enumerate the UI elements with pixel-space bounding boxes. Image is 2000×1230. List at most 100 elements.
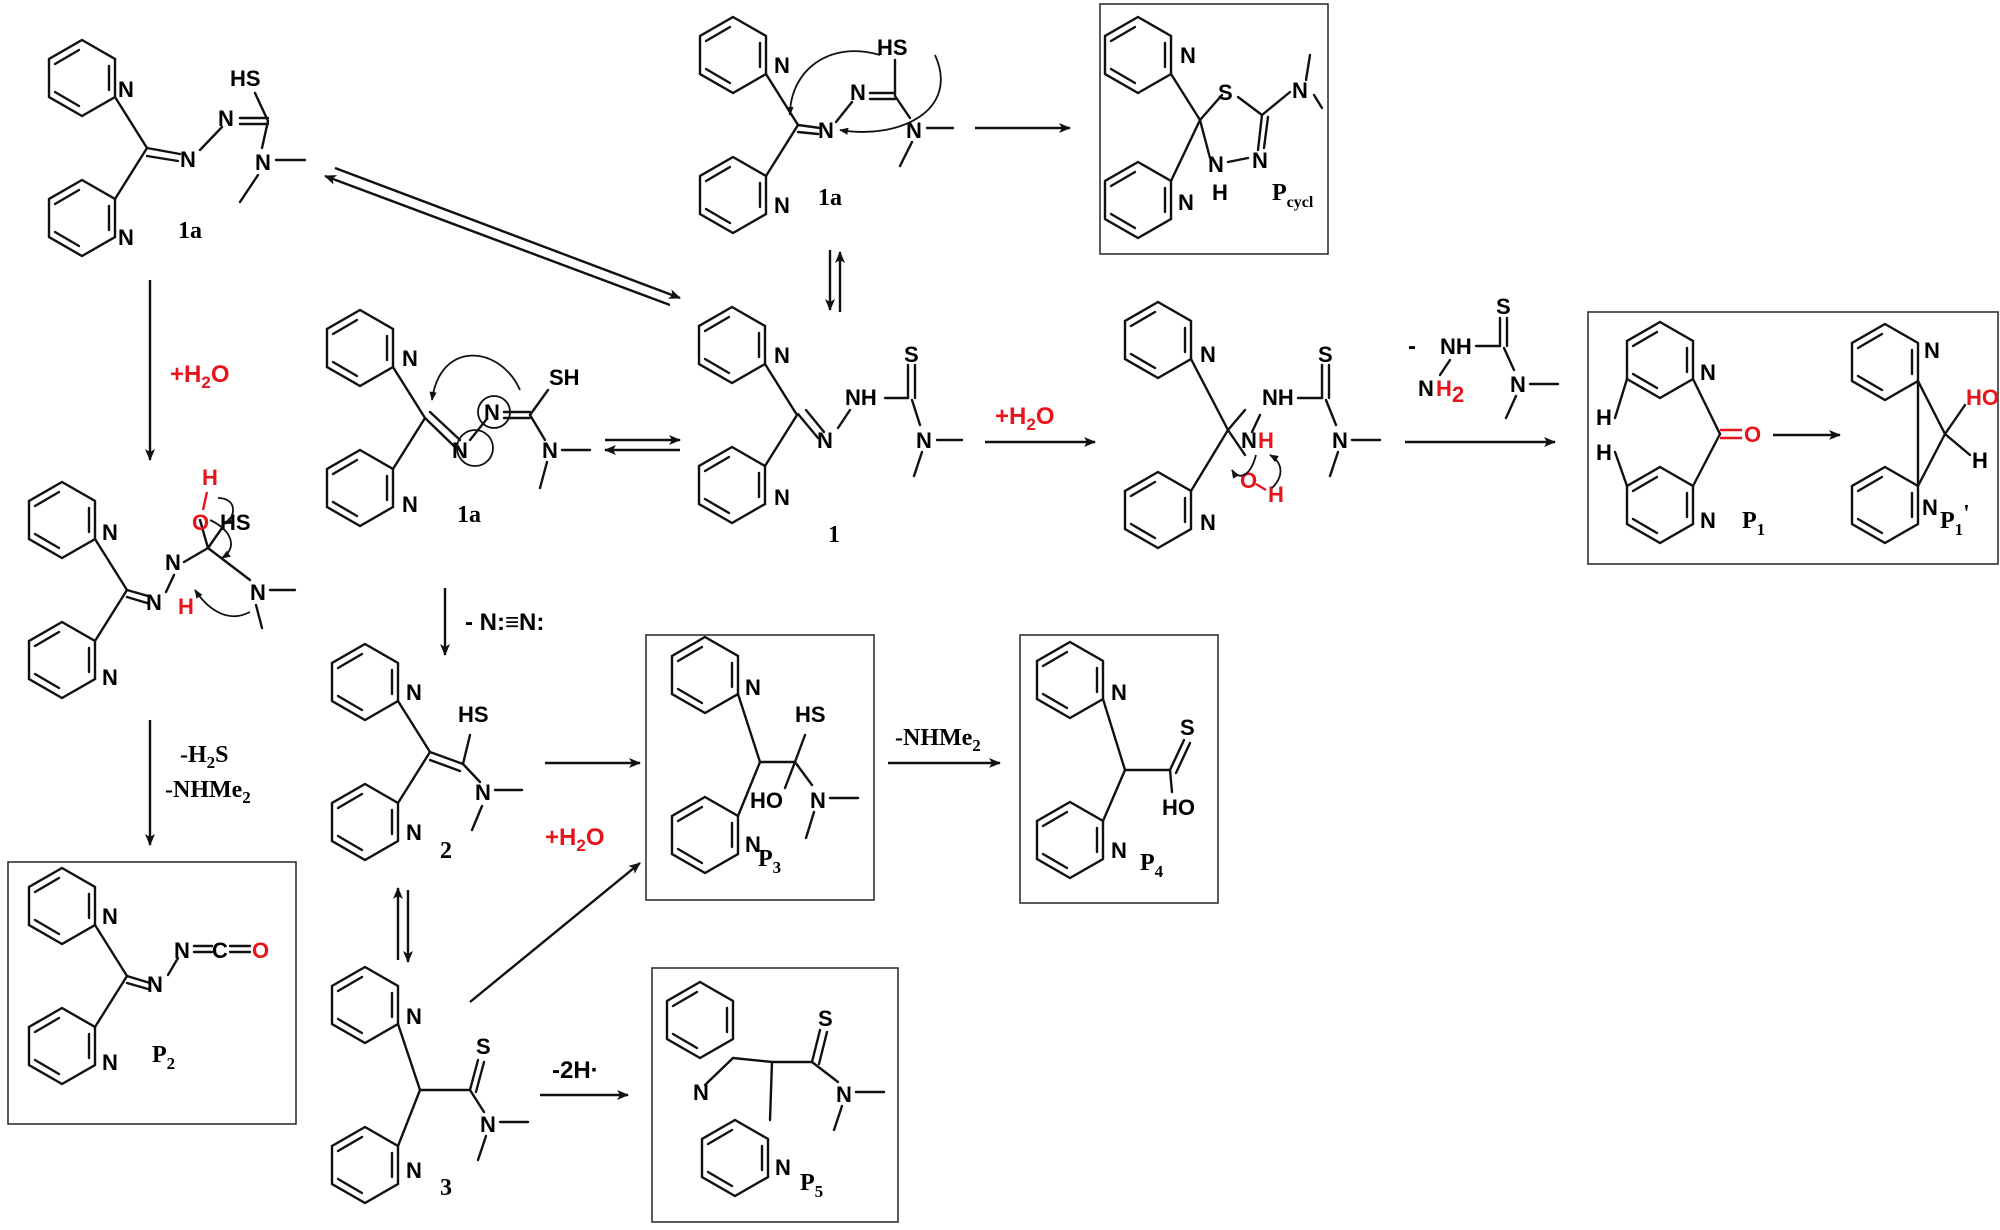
svg-text:N: N [102,520,118,545]
svg-text:+H2O: +H2O [545,824,605,855]
svg-text:S: S [1180,715,1195,740]
svg-text:HS: HS [877,35,908,60]
svg-text:N: N [810,788,826,813]
svg-text:N: N [1922,495,1938,520]
svg-text:N: N [693,1080,709,1105]
svg-text:N: N [1418,376,1434,401]
svg-text:N: N [818,118,834,143]
svg-text:N: N [118,225,134,250]
equilibrium-1a-top-to-1 [825,250,845,312]
svg-text:-H2S: -H2S [180,742,229,772]
svg-text:N: N [146,590,162,615]
svg-text:N: N [745,832,761,857]
svg-text:NH: NH [1262,385,1294,410]
svg-text:H: H [1596,405,1612,430]
product-p3: N N HS HO N P3 [645,634,875,901]
product-p5: N N S N P5 [651,967,899,1223]
intermediate-hemiaminal: N N O H N H NH S N [1123,300,1382,550]
svg-text:H: H [178,594,194,619]
svg-text:S: S [1496,294,1511,319]
svg-text:N: N [480,1112,496,1137]
svg-text:HO: HO [1162,795,1195,820]
svg-text:- N:≡N:: - N:≡N: [465,609,544,636]
step-p3-to-p4: -NHMe2 [888,725,1001,768]
svg-text:N: N [774,343,790,368]
svg-text:H: H [1258,428,1274,453]
arrow-3-to-p3 [469,862,641,1003]
svg-text:N: N [774,485,790,510]
label-1a-top: 1a [818,185,842,211]
label-p4: P4 [1140,850,1164,881]
compound-1a-center: N N N N SH N 1a [327,310,592,528]
svg-text:N: N [102,904,118,929]
label-p2: P2 [152,1042,175,1073]
svg-text:+H2O: +H2O [170,361,230,392]
svg-text:S: S [1218,80,1233,105]
equilibrium-1a-to-1 [324,166,681,307]
svg-text:N: N [452,438,468,463]
svg-text:N: N [1292,78,1308,103]
label-1: 1 [828,522,840,548]
svg-text:N: N [484,400,500,425]
svg-text:N: N [250,580,266,605]
svg-text:NH: NH [1440,334,1472,359]
svg-text:N: N [402,346,418,371]
svg-text:+H2O: +H2O [995,403,1055,434]
svg-text:S: S [1318,342,1333,367]
svg-text:SH: SH [549,365,580,390]
svg-text:N: N [1180,43,1196,68]
compound-3: N N S N 3 [330,965,530,1205]
svg-text:N: N [406,1158,422,1183]
svg-text:HO: HO [1966,385,1999,410]
svg-text:N: N [475,780,491,805]
svg-text:N: N [1178,190,1194,215]
svg-text:H: H [1212,180,1228,205]
svg-text:N: N [180,147,196,172]
svg-text:O: O [252,938,269,963]
compound-1a-topleft: N N N N HS N 1a [49,40,307,256]
svg-text:N: N [1700,360,1716,385]
svg-text:N: N [817,428,833,453]
equilibrium-1a-center-to-1 [604,435,681,455]
svg-text:-: - [1408,333,1416,360]
svg-text:N: N [1200,510,1216,535]
svg-text:S: S [904,342,919,367]
svg-text:HS: HS [220,510,251,535]
step-dehydrogenation: -2H· [540,1057,629,1100]
svg-text:H: H [1972,448,1988,473]
svg-text:N: N [745,675,761,700]
svg-text:O: O [1744,422,1761,447]
equilibrium-2-to-3 [393,887,413,963]
svg-text:H: H [1268,482,1284,507]
svg-text:N: N [1510,372,1526,397]
label-p5: P5 [800,1170,823,1201]
svg-text:N: N [850,80,866,105]
step-to-p1: - NH S N N H 2 [1405,294,1560,447]
svg-text:N: N [406,1004,422,1029]
svg-text:N: N [255,150,271,175]
svg-text:N: N [218,106,234,131]
svg-text:C: C [212,938,228,963]
label-1a-center: 1a [457,502,481,528]
svg-text:N: N [775,1155,791,1180]
svg-text:-NHMe2: -NHMe2 [165,777,251,807]
step-elimination-left: -H2S -NHMe2 [145,720,251,846]
label-p1: P1 [1742,508,1765,539]
product-p2: N N N N C O P2 [7,861,297,1125]
svg-text:NH: NH [845,385,877,410]
label-3: 3 [440,1175,452,1201]
svg-text:N: N [1111,838,1127,863]
svg-text:N: N [406,820,422,845]
label-pcycl: Pcycl [1272,180,1314,211]
step-hydration-1: +H2O [985,403,1096,447]
svg-text:N: N [1111,680,1127,705]
label-p3: P3 [758,846,781,877]
svg-text:N: N [1252,148,1268,173]
compound-2: N N HS N 2 [332,644,524,864]
svg-text:N: N [406,680,422,705]
svg-text:N: N [147,972,163,997]
compound-1a-top: N N N N HS N 1a [700,17,955,233]
svg-text:N: N [102,665,118,690]
step-n2-loss: - N:≡N: [440,588,544,656]
